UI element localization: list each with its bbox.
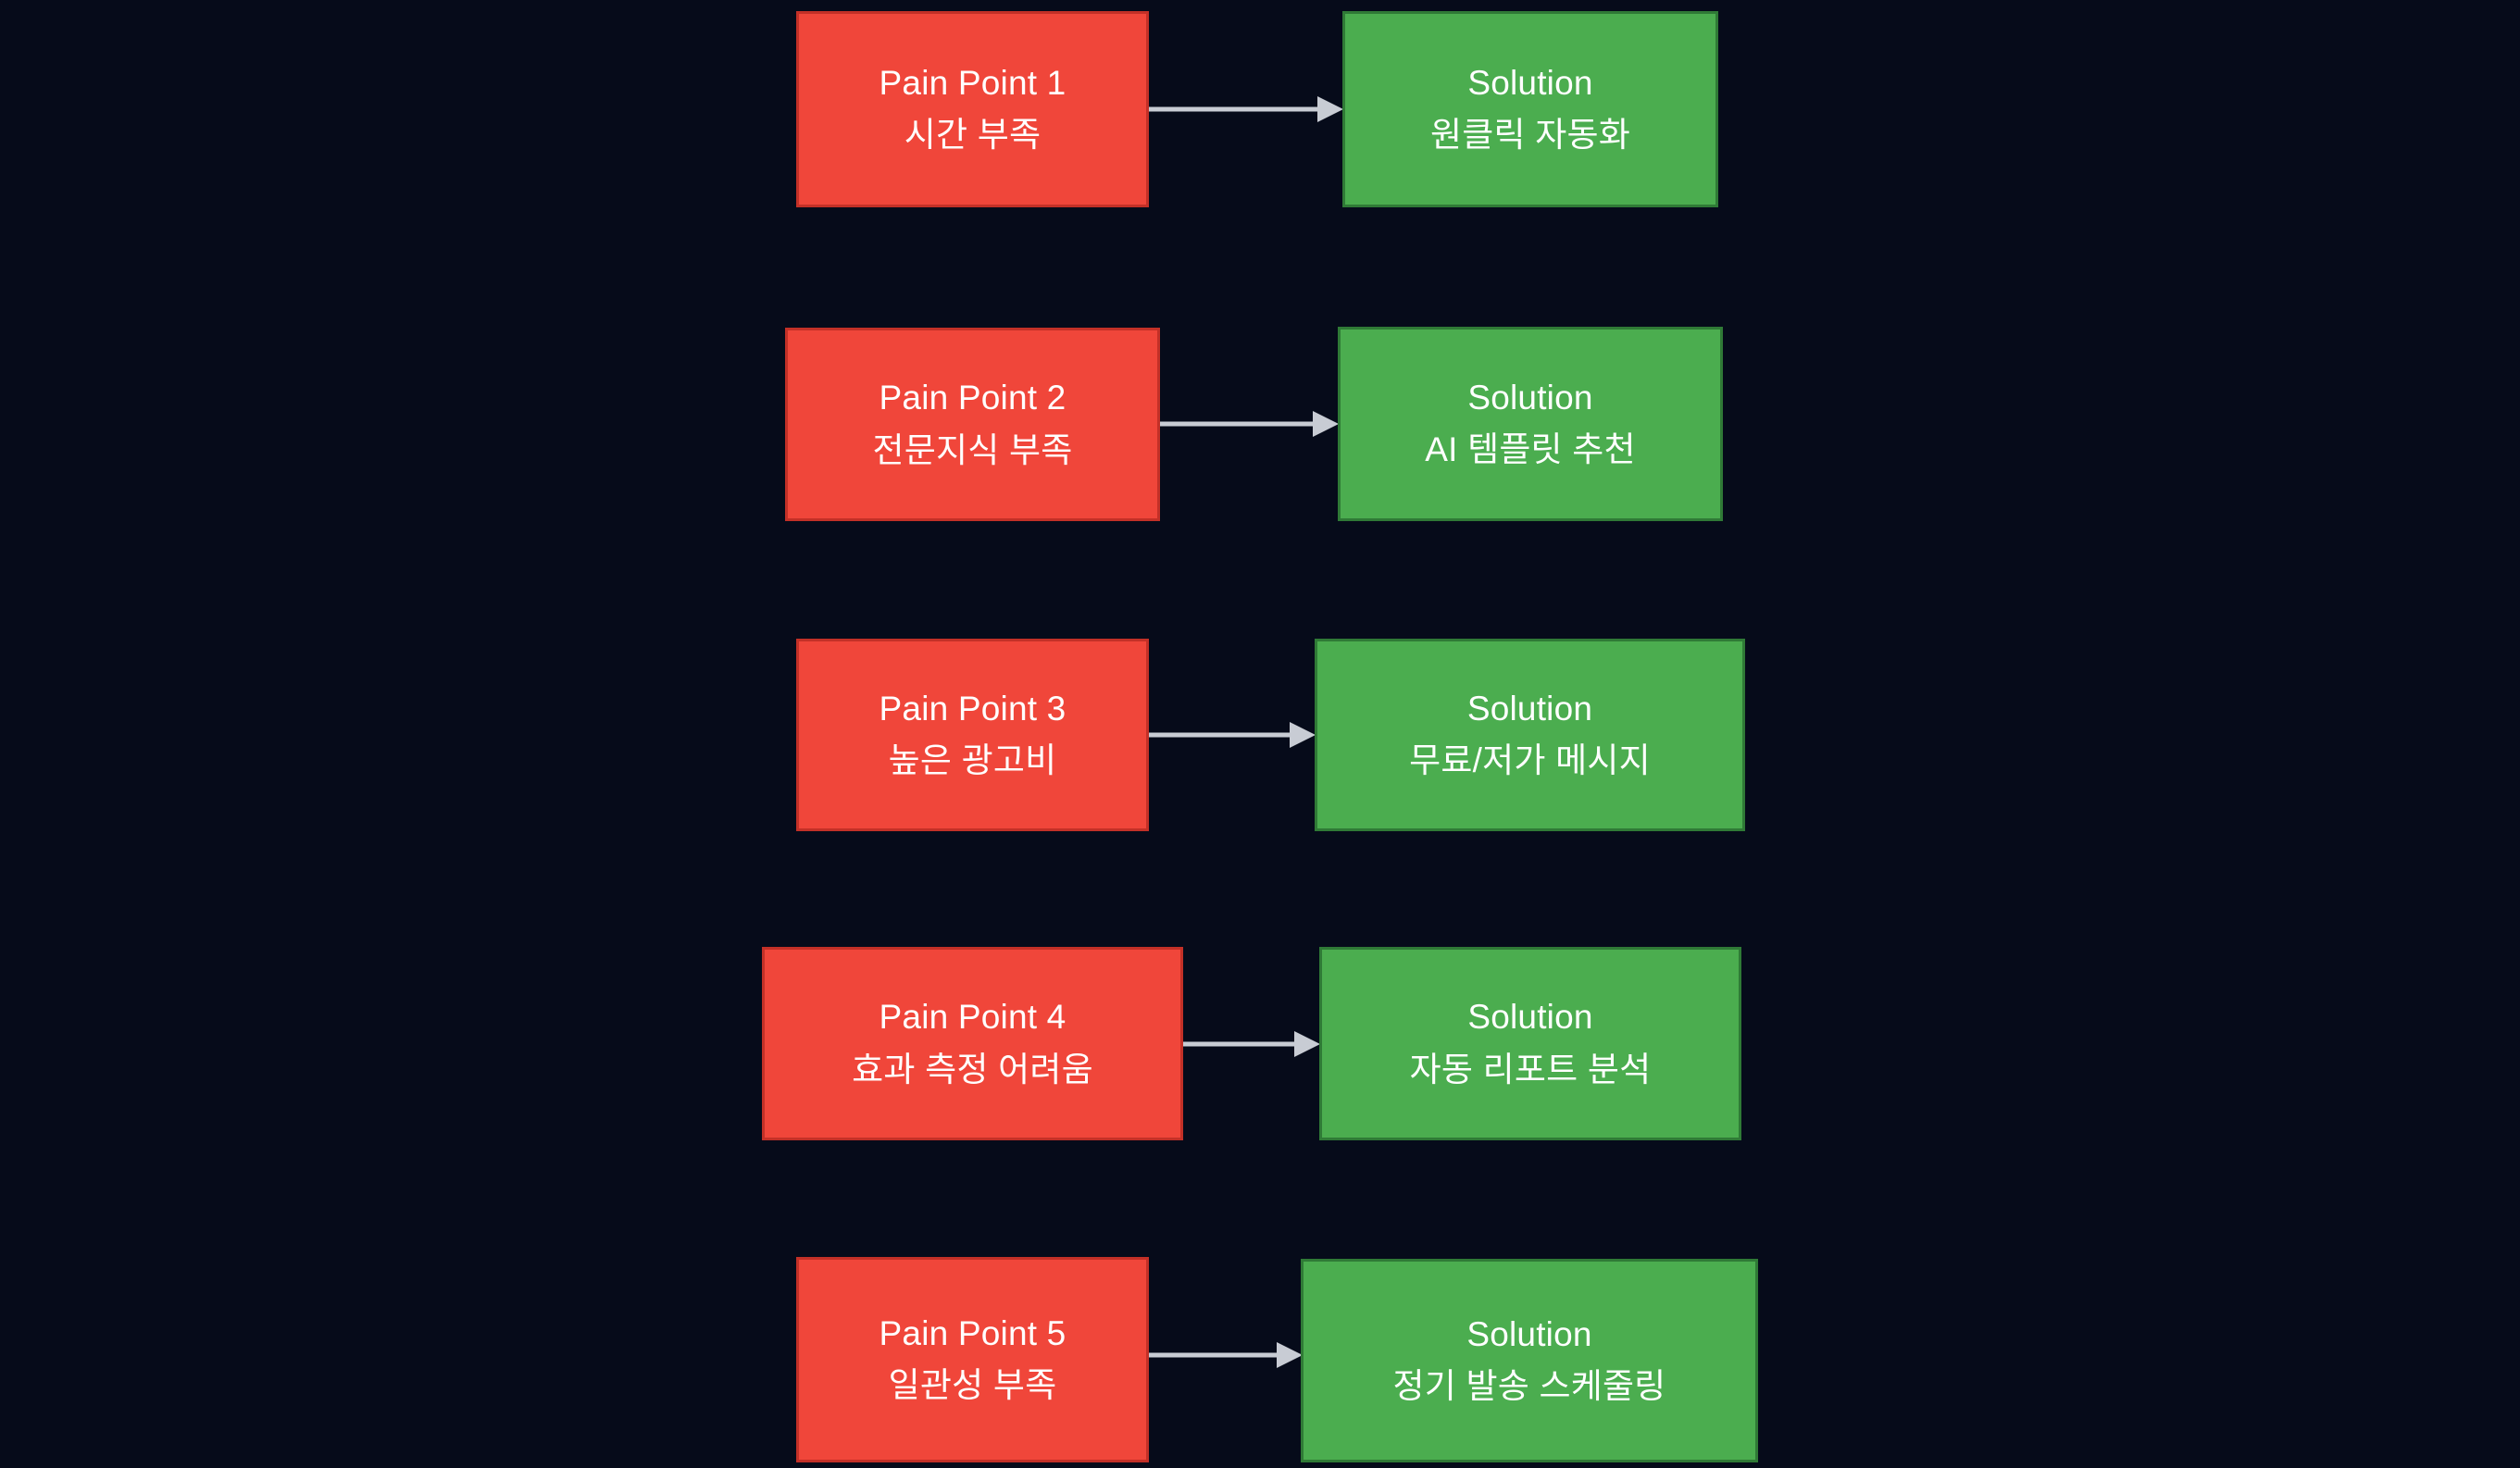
arrow-right-icon-5 bbox=[1149, 1337, 1303, 1374]
solution-title: Solution bbox=[1466, 689, 1593, 728]
pain-point-node-5[interactable]: Pain Point 5 일관성 부족 bbox=[796, 1257, 1149, 1462]
flow-row-4: Pain Point 4 효과 측정 어려움 Solution 자동 리포트 분… bbox=[0, 935, 2520, 1153]
flow-row-1: Pain Point 1 시간 부족 Solution 원클릭 자동화 bbox=[0, 0, 2520, 218]
pain-point-detail: 효과 측정 어려움 bbox=[852, 1050, 1093, 1089]
pain-point-node-4[interactable]: Pain Point 4 효과 측정 어려움 bbox=[762, 947, 1183, 1140]
solution-detail: 무료/저가 메시지 bbox=[1409, 741, 1651, 779]
solution-detail: 정기 발송 스케줄링 bbox=[1392, 1367, 1666, 1405]
solution-title: Solution bbox=[1467, 998, 1593, 1037]
arrow-right-icon-2 bbox=[1160, 405, 1339, 442]
pain-point-title: Pain Point 1 bbox=[879, 63, 1067, 102]
pain-point-detail: 일관성 부족 bbox=[888, 1366, 1057, 1404]
arrow-right-icon-4 bbox=[1183, 1026, 1320, 1063]
pain-point-node-2[interactable]: Pain Point 2 전문지식 부족 bbox=[785, 328, 1160, 521]
arrow-right-icon-3 bbox=[1149, 716, 1316, 753]
solution-node-5[interactable]: Solution 정기 발송 스케줄링 bbox=[1301, 1259, 1758, 1462]
pain-point-title: Pain Point 4 bbox=[879, 998, 1067, 1037]
solution-detail: 자동 리포트 분석 bbox=[1409, 1050, 1652, 1089]
solution-title: Solution bbox=[1467, 63, 1593, 102]
solution-node-4[interactable]: Solution 자동 리포트 분석 bbox=[1319, 947, 1741, 1140]
solution-title: Solution bbox=[1467, 378, 1593, 417]
pain-point-detail: 시간 부족 bbox=[904, 116, 1042, 154]
flow-row-3: Pain Point 3 높은 광고비 Solution 무료/저가 메시지 bbox=[0, 626, 2520, 844]
solution-node-2[interactable]: Solution AI 템플릿 추천 bbox=[1338, 327, 1723, 521]
solution-detail: AI 템플릿 추천 bbox=[1425, 430, 1636, 468]
solution-detail: 원클릭 자동화 bbox=[1430, 116, 1630, 154]
pain-point-node-1[interactable]: Pain Point 1 시간 부족 bbox=[796, 11, 1149, 207]
pain-point-title: Pain Point 3 bbox=[879, 689, 1067, 728]
flow-row-2: Pain Point 2 전문지식 부족 Solution AI 템플릿 추천 bbox=[0, 315, 2520, 533]
solution-node-1[interactable]: Solution 원클릭 자동화 bbox=[1342, 11, 1718, 207]
arrow-right-icon-1 bbox=[1149, 91, 1343, 128]
pain-point-detail: 전문지식 부족 bbox=[872, 430, 1073, 469]
pain-point-detail: 높은 광고비 bbox=[888, 741, 1057, 779]
solution-title: Solution bbox=[1466, 1314, 1592, 1353]
flow-row-5: Pain Point 5 일관성 부족 Solution 정기 발송 스케줄링 bbox=[0, 1246, 2520, 1468]
pain-point-title: Pain Point 5 bbox=[879, 1313, 1067, 1352]
solution-node-3[interactable]: Solution 무료/저가 메시지 bbox=[1315, 639, 1745, 831]
pain-point-title: Pain Point 2 bbox=[879, 379, 1067, 417]
pain-point-node-3[interactable]: Pain Point 3 높은 광고비 bbox=[796, 639, 1149, 831]
